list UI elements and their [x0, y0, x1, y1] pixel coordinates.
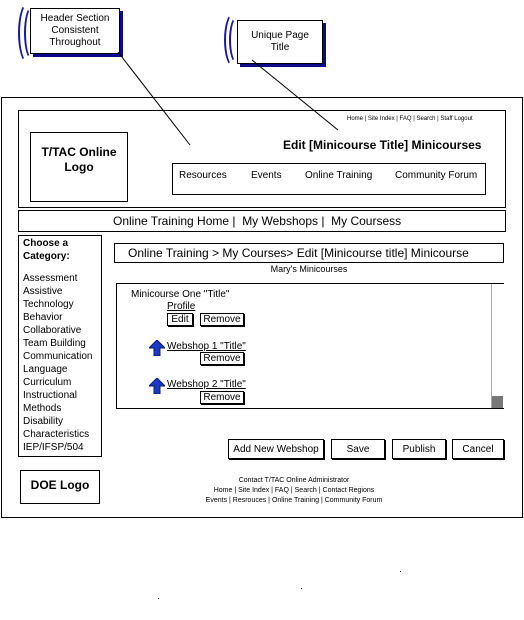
callout-bracket-left	[224, 12, 244, 68]
nav-online-training[interactable]: Online Training	[305, 170, 373, 181]
scrollbar-track[interactable]	[491, 284, 504, 408]
category-disability-characteristics[interactable]: Disability Characteristics	[23, 416, 90, 440]
header-section	[18, 110, 506, 208]
sub-nav-my-courses[interactable]: My Coursess	[331, 214, 402, 228]
category-assessment[interactable]: Assessment	[23, 273, 78, 284]
page-title: Edit [Minicourse Title] Minicourses	[283, 138, 482, 152]
category-assistive-technology[interactable]: Assistive Technology	[23, 286, 74, 310]
scrollbar-thumb[interactable]	[492, 396, 503, 408]
speck	[158, 598, 159, 599]
doe-logo: DOE Logo	[30, 478, 90, 492]
category-sidebar	[18, 235, 102, 457]
footer-contact-link[interactable]: Contact T/TAC Online Administrator	[238, 477, 350, 484]
utility-link-staff-logout[interactable]: Staff Logout	[440, 116, 473, 122]
logo-box	[30, 132, 128, 202]
category-language[interactable]: Language	[23, 364, 68, 375]
site-logo: T/TAC Online Logo	[41, 145, 117, 174]
nav-resources[interactable]: Resources	[179, 170, 227, 181]
breadcrumb-box	[114, 243, 504, 263]
sub-nav-online-training-home[interactable]: Online Training Home	[113, 214, 230, 228]
move-up-icon[interactable]	[149, 340, 165, 356]
remove-webshop-1-button[interactable]: Remove	[200, 352, 244, 365]
speck	[400, 571, 401, 572]
remove-webshop-2-button[interactable]: Remove	[200, 391, 244, 404]
footer-links-row-2[interactable]: Events | Resrouces | Online Training | C…	[205, 497, 383, 504]
publish-button[interactable]: Publish	[392, 439, 446, 459]
page-frame	[1, 97, 523, 518]
top-nav	[172, 163, 486, 195]
edit-button[interactable]: Edit	[167, 313, 193, 326]
cancel-button[interactable]: Cancel	[452, 439, 504, 459]
utility-link-site-index[interactable]: Site Index	[367, 116, 395, 122]
utility-link-home[interactable]: Home	[347, 116, 364, 122]
add-new-webshop-button[interactable]: Add New Webshop	[228, 439, 324, 459]
breadcrumb: Online Training > My Courses> Edit [Mini…	[128, 246, 469, 260]
callout-bracket-left	[24, 6, 40, 60]
nav-community-forum[interactable]: Community Forum	[395, 170, 478, 181]
category-iep-ifsp-504[interactable]: IEP/IFSP/504	[23, 442, 84, 453]
sidebar-heading: Choose a Category:	[23, 238, 70, 262]
footer-links-row-1[interactable]: Home | Site Index | FAQ | Search | Conta…	[213, 487, 375, 494]
callout-bracket-left	[229, 16, 245, 64]
sub-nav	[18, 210, 506, 232]
sub-nav-my-webshops[interactable]: My Webshops	[242, 214, 318, 228]
doe-logo-box	[20, 470, 100, 504]
save-button[interactable]: Save	[331, 439, 385, 459]
speck	[301, 588, 302, 589]
title-callout: Unique Page Title	[237, 20, 323, 64]
minicourse-title: Minicourse One "Title"	[131, 289, 230, 300]
sub-nav-links: Online Training Home | My Webshops | My …	[113, 214, 402, 228]
move-up-icon[interactable]	[149, 378, 165, 394]
footer: Contact T/TAC Online Administrator Home …	[160, 476, 428, 506]
section-subtitle: Mary's Minicourses	[270, 264, 348, 274]
utility-links: Home | Site Index | FAQ | Search | Staff…	[347, 116, 473, 122]
utility-link-faq[interactable]: FAQ	[399, 116, 412, 122]
webshop-1-link[interactable]: Webshop 1 "Title"	[167, 341, 246, 352]
webshop-2-link[interactable]: Webshop 2 "Title"	[167, 379, 246, 390]
utility-link-search[interactable]: Search	[416, 116, 436, 122]
profile-link[interactable]: Profile	[167, 301, 196, 312]
nav-events[interactable]: Events	[251, 170, 282, 181]
remove-minicourse-button[interactable]: Remove	[200, 313, 244, 326]
category-behavior[interactable]: Behavior	[23, 312, 63, 323]
category-curriculum[interactable]: Curriculum	[23, 377, 72, 388]
callout-bracket-left	[18, 2, 38, 64]
category-communication[interactable]: Communication	[23, 351, 93, 362]
category-instructional-methods[interactable]: Instructional Methods	[23, 390, 77, 414]
category-collaborative-team-building[interactable]: Collaborative Team Building	[23, 325, 86, 349]
category-list: Assessment Assistive Technology Behavior…	[23, 272, 103, 454]
header-callout: Header Section Consistent Throughout	[30, 8, 120, 54]
